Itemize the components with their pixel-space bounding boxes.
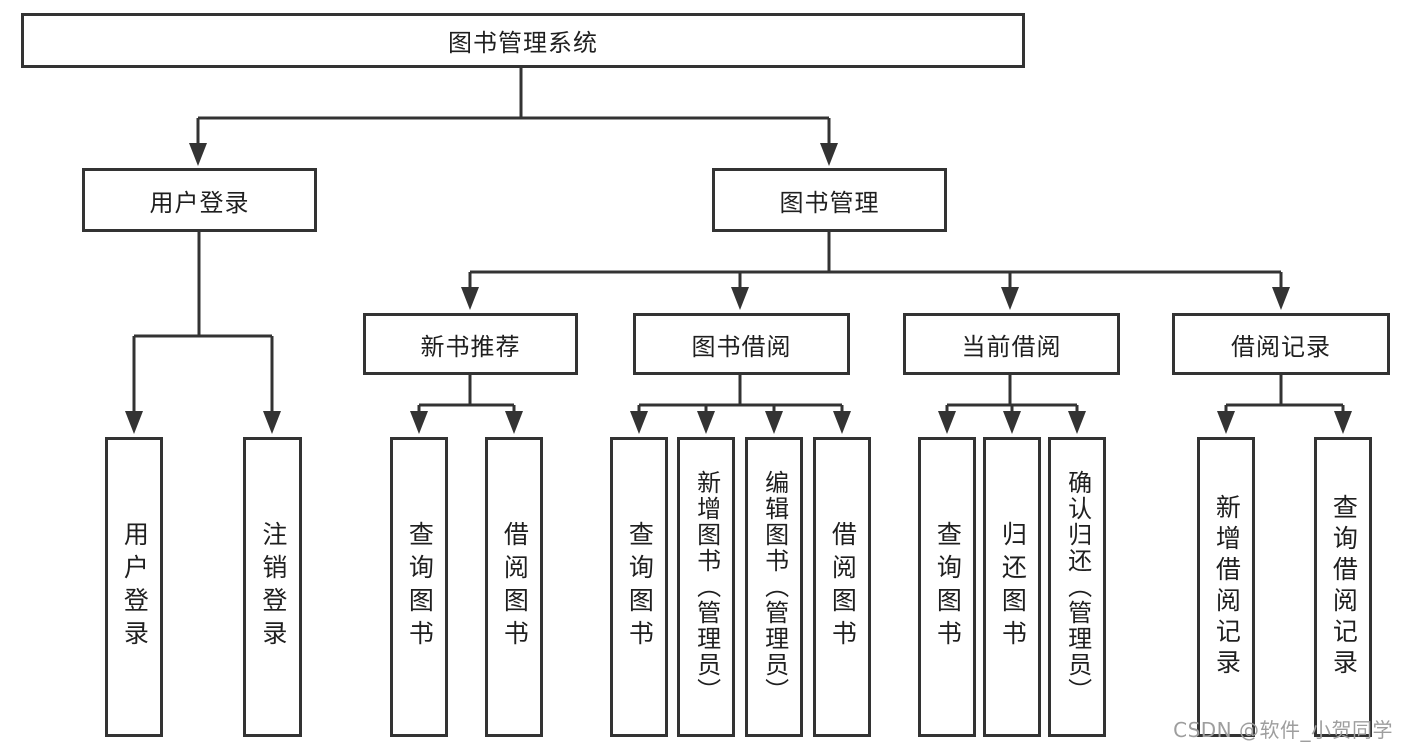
arrowhead-down-icon bbox=[505, 411, 523, 434]
node-current-borrow-label: 当前借阅 bbox=[961, 332, 1062, 361]
arrowhead-down-icon bbox=[1217, 411, 1235, 434]
arrowhead-down-icon bbox=[630, 411, 648, 434]
arrowhead-down-icon bbox=[1001, 287, 1019, 310]
node-current-borrow: 当前借阅 bbox=[903, 313, 1120, 375]
node-current-query-leaf-label: 查询图书 bbox=[933, 521, 963, 653]
node-new-book-recommend-label: 新书推荐 bbox=[420, 332, 521, 361]
arrowhead-down-icon bbox=[1003, 411, 1021, 434]
node-logout-leaf-label: 注销登录 bbox=[258, 521, 288, 653]
arrowhead-down-icon bbox=[833, 411, 851, 434]
node-borrow-borrow-leaf-label: 借阅图书 bbox=[828, 521, 858, 653]
node-current-confirm-leaf-label: 确认归还（管理员） bbox=[1063, 470, 1092, 704]
node-borrow-records: 借阅记录 bbox=[1172, 313, 1390, 375]
node-book-management-branch: 图书管理 bbox=[712, 168, 947, 232]
arrowhead-down-icon bbox=[263, 411, 281, 434]
node-newbook-borrow-leaf-label: 借阅图书 bbox=[500, 521, 530, 653]
node-new-book-recommend: 新书推荐 bbox=[363, 313, 578, 375]
arrowhead-down-icon bbox=[820, 143, 838, 166]
arrowhead-down-icon bbox=[189, 143, 207, 166]
node-current-confirm-leaf: 确认归还（管理员） bbox=[1048, 437, 1106, 737]
node-user-login-branch: 用户登录 bbox=[82, 168, 317, 232]
node-newbook-query-leaf-label: 查询图书 bbox=[405, 521, 435, 653]
node-user-login-leaf-label: 用户登录 bbox=[120, 521, 150, 653]
node-current-query-leaf: 查询图书 bbox=[918, 437, 976, 737]
node-borrow-query-leaf-label: 查询图书 bbox=[625, 521, 655, 653]
arrowhead-down-icon bbox=[125, 411, 143, 434]
node-borrow-edit-leaf: 编辑图书（管理员） bbox=[745, 437, 803, 737]
node-records-add-leaf: 新增借阅记录 bbox=[1197, 437, 1255, 737]
tree-connector-lines bbox=[132, 68, 1345, 412]
node-borrow-edit-leaf-label: 编辑图书（管理员） bbox=[760, 470, 789, 704]
node-records-add-leaf-label: 新增借阅记录 bbox=[1212, 494, 1242, 680]
arrowhead-down-icon bbox=[731, 287, 749, 310]
node-borrow-add-leaf: 新增图书（管理员） bbox=[677, 437, 735, 737]
node-newbook-query-leaf: 查询图书 bbox=[390, 437, 448, 737]
node-book-borrow-label: 图书借阅 bbox=[691, 332, 792, 361]
node-records-query-leaf-label: 查询借阅记录 bbox=[1329, 494, 1359, 680]
node-root-label: 图书管理系统 bbox=[448, 29, 598, 57]
node-book-borrow: 图书借阅 bbox=[633, 313, 850, 375]
node-records-query-leaf: 查询借阅记录 bbox=[1314, 437, 1372, 737]
node-current-return-leaf: 归还图书 bbox=[983, 437, 1041, 737]
node-borrow-add-leaf-label: 新增图书（管理员） bbox=[692, 470, 721, 704]
node-borrow-records-label: 借阅记录 bbox=[1231, 332, 1331, 361]
arrowhead-down-icon bbox=[765, 411, 783, 434]
node-book-management-branch-label: 图书管理 bbox=[779, 188, 880, 217]
node-current-return-leaf-label: 归还图书 bbox=[998, 521, 1028, 653]
arrowhead-down-icon bbox=[1272, 287, 1290, 310]
node-borrow-borrow-leaf: 借阅图书 bbox=[813, 437, 871, 737]
arrowhead-down-icon bbox=[938, 411, 956, 434]
arrowhead-down-icon bbox=[1334, 411, 1352, 434]
arrowhead-down-icon bbox=[461, 287, 479, 310]
node-user-login-leaf: 用户登录 bbox=[105, 437, 163, 737]
arrowhead-down-icon bbox=[1068, 411, 1086, 434]
arrowhead-down-icon bbox=[410, 411, 428, 434]
node-newbook-borrow-leaf: 借阅图书 bbox=[485, 437, 543, 737]
node-root: 图书管理系统 bbox=[21, 13, 1025, 68]
node-borrow-query-leaf: 查询图书 bbox=[610, 437, 668, 737]
csdn-watermark: CSDN @软件_小贺同学 bbox=[1173, 718, 1393, 742]
node-logout-leaf: 注销登录 bbox=[243, 437, 302, 737]
arrowhead-down-icon bbox=[697, 411, 715, 434]
node-user-login-branch-label: 用户登录 bbox=[149, 188, 250, 217]
